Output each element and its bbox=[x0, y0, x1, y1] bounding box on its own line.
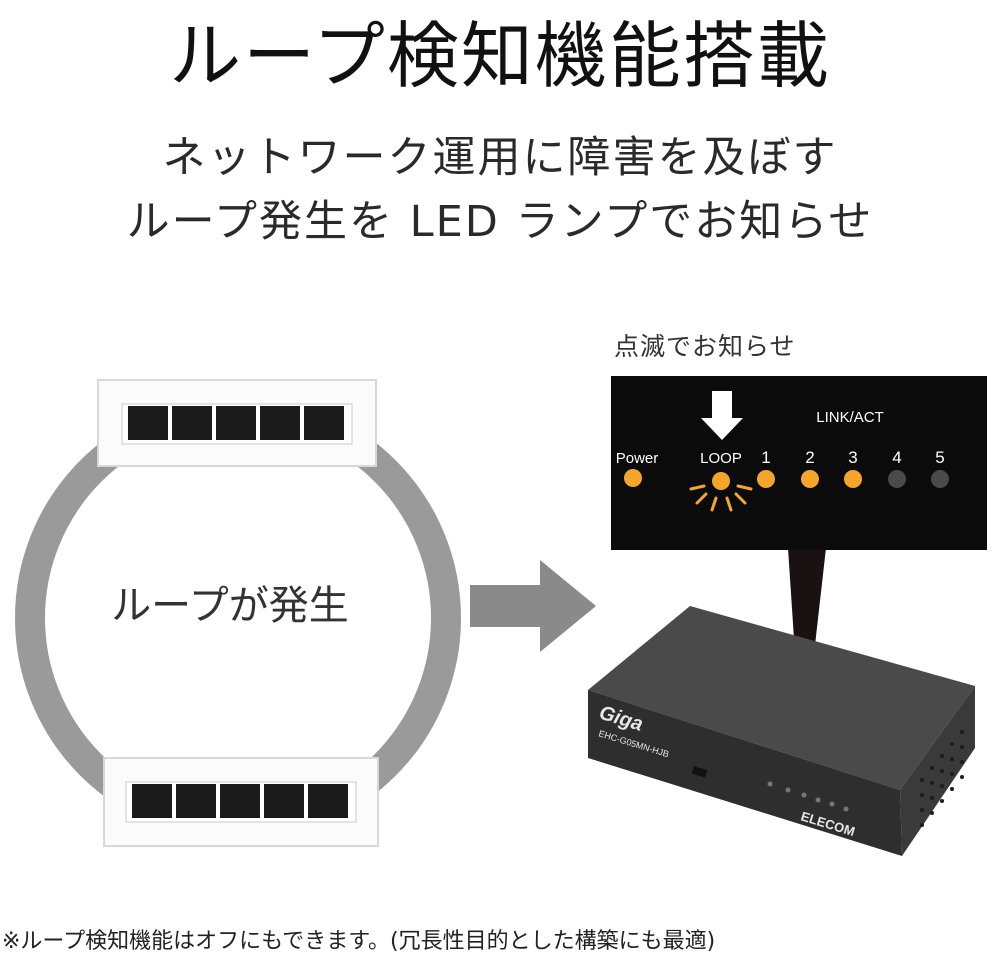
port-labels: 1 2 3 4 5 bbox=[761, 448, 944, 467]
vent-holes bbox=[920, 730, 964, 827]
loop-occurred-label: ループが発生 bbox=[111, 583, 349, 629]
top-switch bbox=[97, 379, 377, 467]
page-title: ループ検知機能搭載 bbox=[169, 14, 831, 98]
bottom-switch-ports bbox=[132, 784, 348, 818]
port-led-1 bbox=[757, 470, 775, 488]
blink-caption: 点滅でお知らせ bbox=[614, 332, 796, 361]
ethernet-port bbox=[220, 784, 260, 818]
ethernet-port bbox=[172, 406, 212, 440]
port-label-5: 5 bbox=[935, 448, 944, 467]
ethernet-port bbox=[132, 784, 172, 818]
port-led-2 bbox=[801, 470, 819, 488]
port-led-3 bbox=[844, 470, 862, 488]
ethernet-port bbox=[304, 406, 344, 440]
loop-switch bbox=[691, 766, 708, 778]
ethernet-port bbox=[216, 406, 256, 440]
switch-device: Giga EHC-G05MN-HJB ELECOM bbox=[588, 606, 975, 856]
loop-led-label: LOOP bbox=[700, 450, 742, 467]
port-led-4 bbox=[888, 470, 906, 488]
port-label-1: 1 bbox=[761, 448, 770, 467]
subtitle-line-1: ネットワーク運用に障害を及ぼす bbox=[162, 133, 838, 183]
power-led bbox=[624, 469, 642, 487]
ethernet-port bbox=[308, 784, 348, 818]
led-panel: LINK/ACT Power LOOP 1 2 3 4 5 bbox=[611, 376, 987, 550]
down-arrow-icon bbox=[701, 391, 743, 440]
port-label-4: 4 bbox=[892, 448, 901, 467]
port-label-3: 3 bbox=[848, 448, 857, 467]
ethernet-port bbox=[128, 406, 168, 440]
loop-led bbox=[689, 472, 753, 512]
power-label: Power bbox=[616, 450, 659, 467]
loop-diagram bbox=[15, 379, 461, 847]
ethernet-port bbox=[176, 784, 216, 818]
blink-rays-icon bbox=[689, 484, 753, 512]
bottom-switch bbox=[103, 757, 379, 847]
device-leds bbox=[767, 781, 849, 812]
right-arrow-icon bbox=[470, 560, 596, 652]
footnote: ※ループ検知機能はオフにもできます。(冗長性目的とした構築にも最適) bbox=[2, 929, 716, 954]
top-switch-ports bbox=[128, 406, 344, 440]
ethernet-port bbox=[260, 406, 300, 440]
port-led-5 bbox=[931, 470, 949, 488]
ethernet-port bbox=[264, 784, 304, 818]
panel-header: LINK/ACT bbox=[816, 409, 884, 426]
port-leds bbox=[757, 470, 949, 488]
port-label-2: 2 bbox=[805, 448, 814, 467]
subtitle-line-2: ループ発生を LED ランプでお知らせ bbox=[126, 197, 874, 247]
